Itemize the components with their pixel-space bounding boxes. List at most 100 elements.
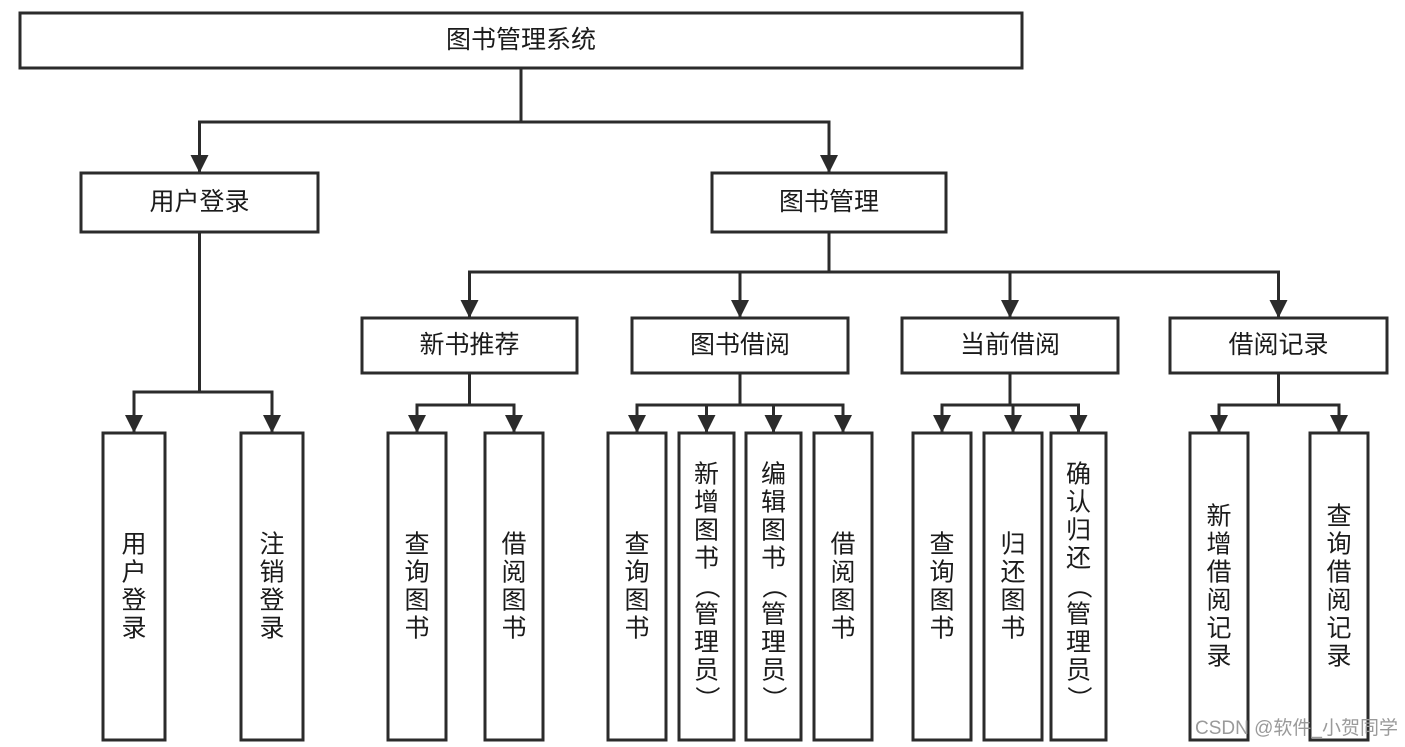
- arrow-head-leaf-user-login: [125, 415, 143, 433]
- svg-text:录: 录: [259, 614, 284, 642]
- svg-text:（: （: [760, 574, 788, 599]
- svg-text:记: 记: [1206, 614, 1231, 642]
- svg-text:查: 查: [404, 530, 429, 558]
- svg-text:图: 图: [404, 586, 429, 614]
- svg-text:）: ）: [760, 686, 788, 711]
- svg-text:查: 查: [624, 530, 649, 558]
- svg-text:编: 编: [761, 460, 786, 488]
- node-label-user-login: 用户登录: [149, 188, 249, 216]
- svg-text:用: 用: [121, 530, 146, 558]
- svg-text:增: 增: [1206, 530, 1231, 558]
- svg-text:员: 员: [694, 656, 719, 684]
- svg-text:书: 书: [1000, 614, 1025, 642]
- svg-text:书: 书: [694, 544, 719, 572]
- arrow-head-borrow-record: [1269, 300, 1288, 318]
- arrow-head-leaf-borrow-book-2: [834, 415, 852, 433]
- node-user-login[interactable]: 用户登录: [79, 171, 320, 234]
- node-leaf-user-login[interactable]: 用户登录: [101, 431, 167, 742]
- svg-text:询: 询: [929, 558, 954, 586]
- svg-text:）: ）: [693, 686, 721, 711]
- svg-text:还: 还: [1000, 558, 1025, 586]
- svg-text:户: 户: [121, 558, 146, 586]
- svg-text:书: 书: [404, 614, 429, 642]
- node-root[interactable]: 图书管理系统: [18, 11, 1024, 70]
- node-box-leaf-logout: [239, 431, 305, 742]
- svg-text:新: 新: [694, 460, 719, 488]
- node-box-new-book-rec: [360, 316, 579, 375]
- svg-text:认: 认: [1066, 488, 1091, 516]
- node-box-leaf-query-book-1: [386, 431, 448, 742]
- node-box-leaf-borrow-book-2: [812, 431, 874, 742]
- node-label-new-book-rec: 新书推荐: [419, 331, 519, 359]
- node-label-current-borrow: 当前借阅: [960, 331, 1060, 359]
- svg-text:阅: 阅: [830, 558, 855, 586]
- svg-text:书: 书: [761, 544, 786, 572]
- svg-text:借: 借: [1206, 558, 1231, 586]
- node-box-user-login: [79, 171, 320, 234]
- svg-text:管: 管: [761, 600, 786, 628]
- svg-text:记: 记: [1326, 614, 1351, 642]
- nodes-layer: 图书管理系统用户登录图书管理新书推荐图书借阅当前借阅借阅记录用户登录注销登录查询…: [18, 11, 1389, 742]
- svg-text:录: 录: [121, 614, 146, 642]
- svg-text:借: 借: [1326, 558, 1351, 586]
- svg-text:书: 书: [624, 614, 649, 642]
- arrow-head-leaf-query-book-1: [408, 415, 426, 433]
- node-label-borrow-record: 借阅记录: [1228, 331, 1328, 359]
- node-box-leaf-edit-book: [744, 431, 803, 742]
- node-current-borrow[interactable]: 当前借阅: [900, 316, 1120, 375]
- svg-text:登: 登: [121, 586, 146, 614]
- node-box-leaf-add-book: [677, 431, 736, 742]
- arrow-head-book-manage: [820, 155, 838, 173]
- svg-text:增: 增: [694, 488, 719, 516]
- node-box-leaf-borrow-book-1: [483, 431, 545, 742]
- node-book-borrow[interactable]: 图书借阅: [630, 316, 850, 375]
- svg-text:还: 还: [1066, 544, 1091, 572]
- svg-text:归: 归: [1000, 530, 1025, 558]
- arrow-head-leaf-add-book: [697, 415, 716, 433]
- arrow-head-leaf-edit-book: [764, 415, 783, 433]
- svg-text:管: 管: [694, 600, 719, 628]
- svg-text:图: 图: [694, 516, 719, 544]
- svg-text:图: 图: [830, 586, 855, 614]
- arrow-head-user-login: [190, 155, 209, 173]
- node-box-leaf-return-book: [982, 431, 1044, 742]
- node-label-book-manage: 图书管理: [779, 188, 879, 216]
- node-box-leaf-add-record: [1188, 431, 1250, 742]
- svg-text:）: ）: [1065, 686, 1093, 711]
- node-box-root: [18, 11, 1024, 70]
- svg-text:（: （: [693, 574, 721, 599]
- svg-text:辑: 辑: [761, 488, 786, 516]
- node-box-leaf-confirm-return: [1049, 431, 1108, 742]
- svg-text:图: 图: [929, 586, 954, 614]
- svg-text:借: 借: [830, 530, 855, 558]
- node-book-manage[interactable]: 图书管理: [710, 171, 948, 234]
- svg-text:图: 图: [1000, 586, 1025, 614]
- node-new-book-rec[interactable]: 新书推荐: [360, 316, 579, 375]
- svg-text:注: 注: [259, 530, 284, 558]
- node-box-borrow-record: [1168, 316, 1389, 375]
- svg-text:员: 员: [761, 656, 786, 684]
- node-label-leaf-user-login: 用户登录: [121, 530, 146, 642]
- node-label-book-borrow: 图书借阅: [690, 331, 790, 359]
- node-borrow-record[interactable]: 借阅记录: [1168, 316, 1389, 375]
- arrow-head-leaf-add-record: [1210, 415, 1228, 433]
- arrow-head-current-borrow: [1001, 300, 1019, 318]
